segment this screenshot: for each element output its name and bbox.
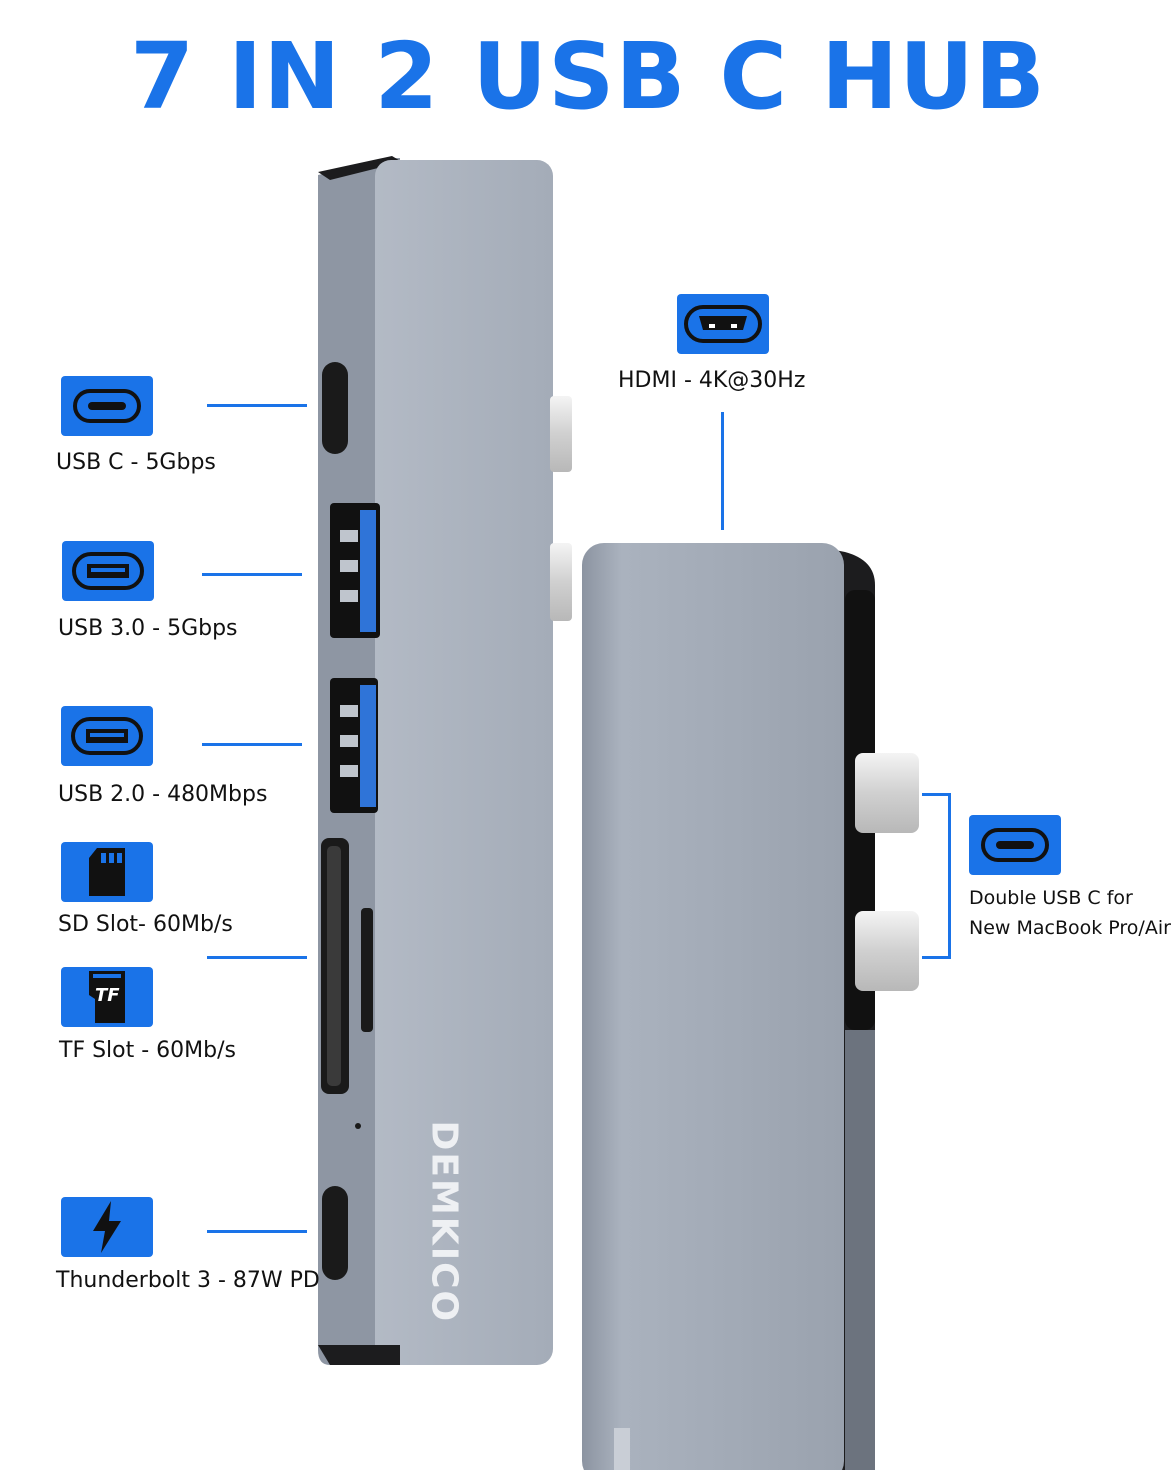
hdmi-label: HDMI - 4K@30Hz xyxy=(618,368,806,393)
tf-slot-label: TF Slot - 60Mb/s xyxy=(59,1038,236,1063)
usb-2-label: USB 2.0 - 480Mbps xyxy=(58,782,268,807)
usb-c-icon xyxy=(969,815,1061,875)
callout-line xyxy=(207,404,307,407)
hub-left-unit xyxy=(318,156,572,1365)
usb-c-port xyxy=(322,362,348,454)
hdmi-icon xyxy=(677,294,769,354)
double-usbc-label-line1: Double USB C for xyxy=(969,887,1133,909)
lightning-icon xyxy=(61,1197,153,1257)
usb-a-icon xyxy=(62,541,154,601)
sd-slot-label: SD Slot- 60Mb/s xyxy=(58,912,233,937)
usb-a-icon xyxy=(61,706,153,766)
usb-3-label: USB 3.0 - 5Gbps xyxy=(58,616,238,641)
usb-c-label: USB C - 5Gbps xyxy=(56,450,216,475)
tf-icon-text: TF xyxy=(95,985,120,1006)
callout-line xyxy=(721,412,724,530)
plug-bracket-line xyxy=(922,793,951,959)
hub-right-unit xyxy=(582,543,919,1470)
page-title: 7 IN 2 USB C HUB xyxy=(130,23,1046,130)
callout-line xyxy=(207,1230,307,1233)
callout-line xyxy=(202,573,302,576)
tf-card-icon: TF xyxy=(61,967,153,1027)
callout-line xyxy=(202,743,302,746)
thunderbolt-label: Thunderbolt 3 - 87W PD xyxy=(56,1268,320,1293)
usb-c-icon xyxy=(61,376,153,436)
callout-line xyxy=(207,956,307,959)
brand-logo-text: DEMKICO xyxy=(423,1120,465,1324)
double-usbc-label-line2: New MacBook Pro/Air xyxy=(969,917,1171,939)
sd-card-icon xyxy=(61,842,153,902)
